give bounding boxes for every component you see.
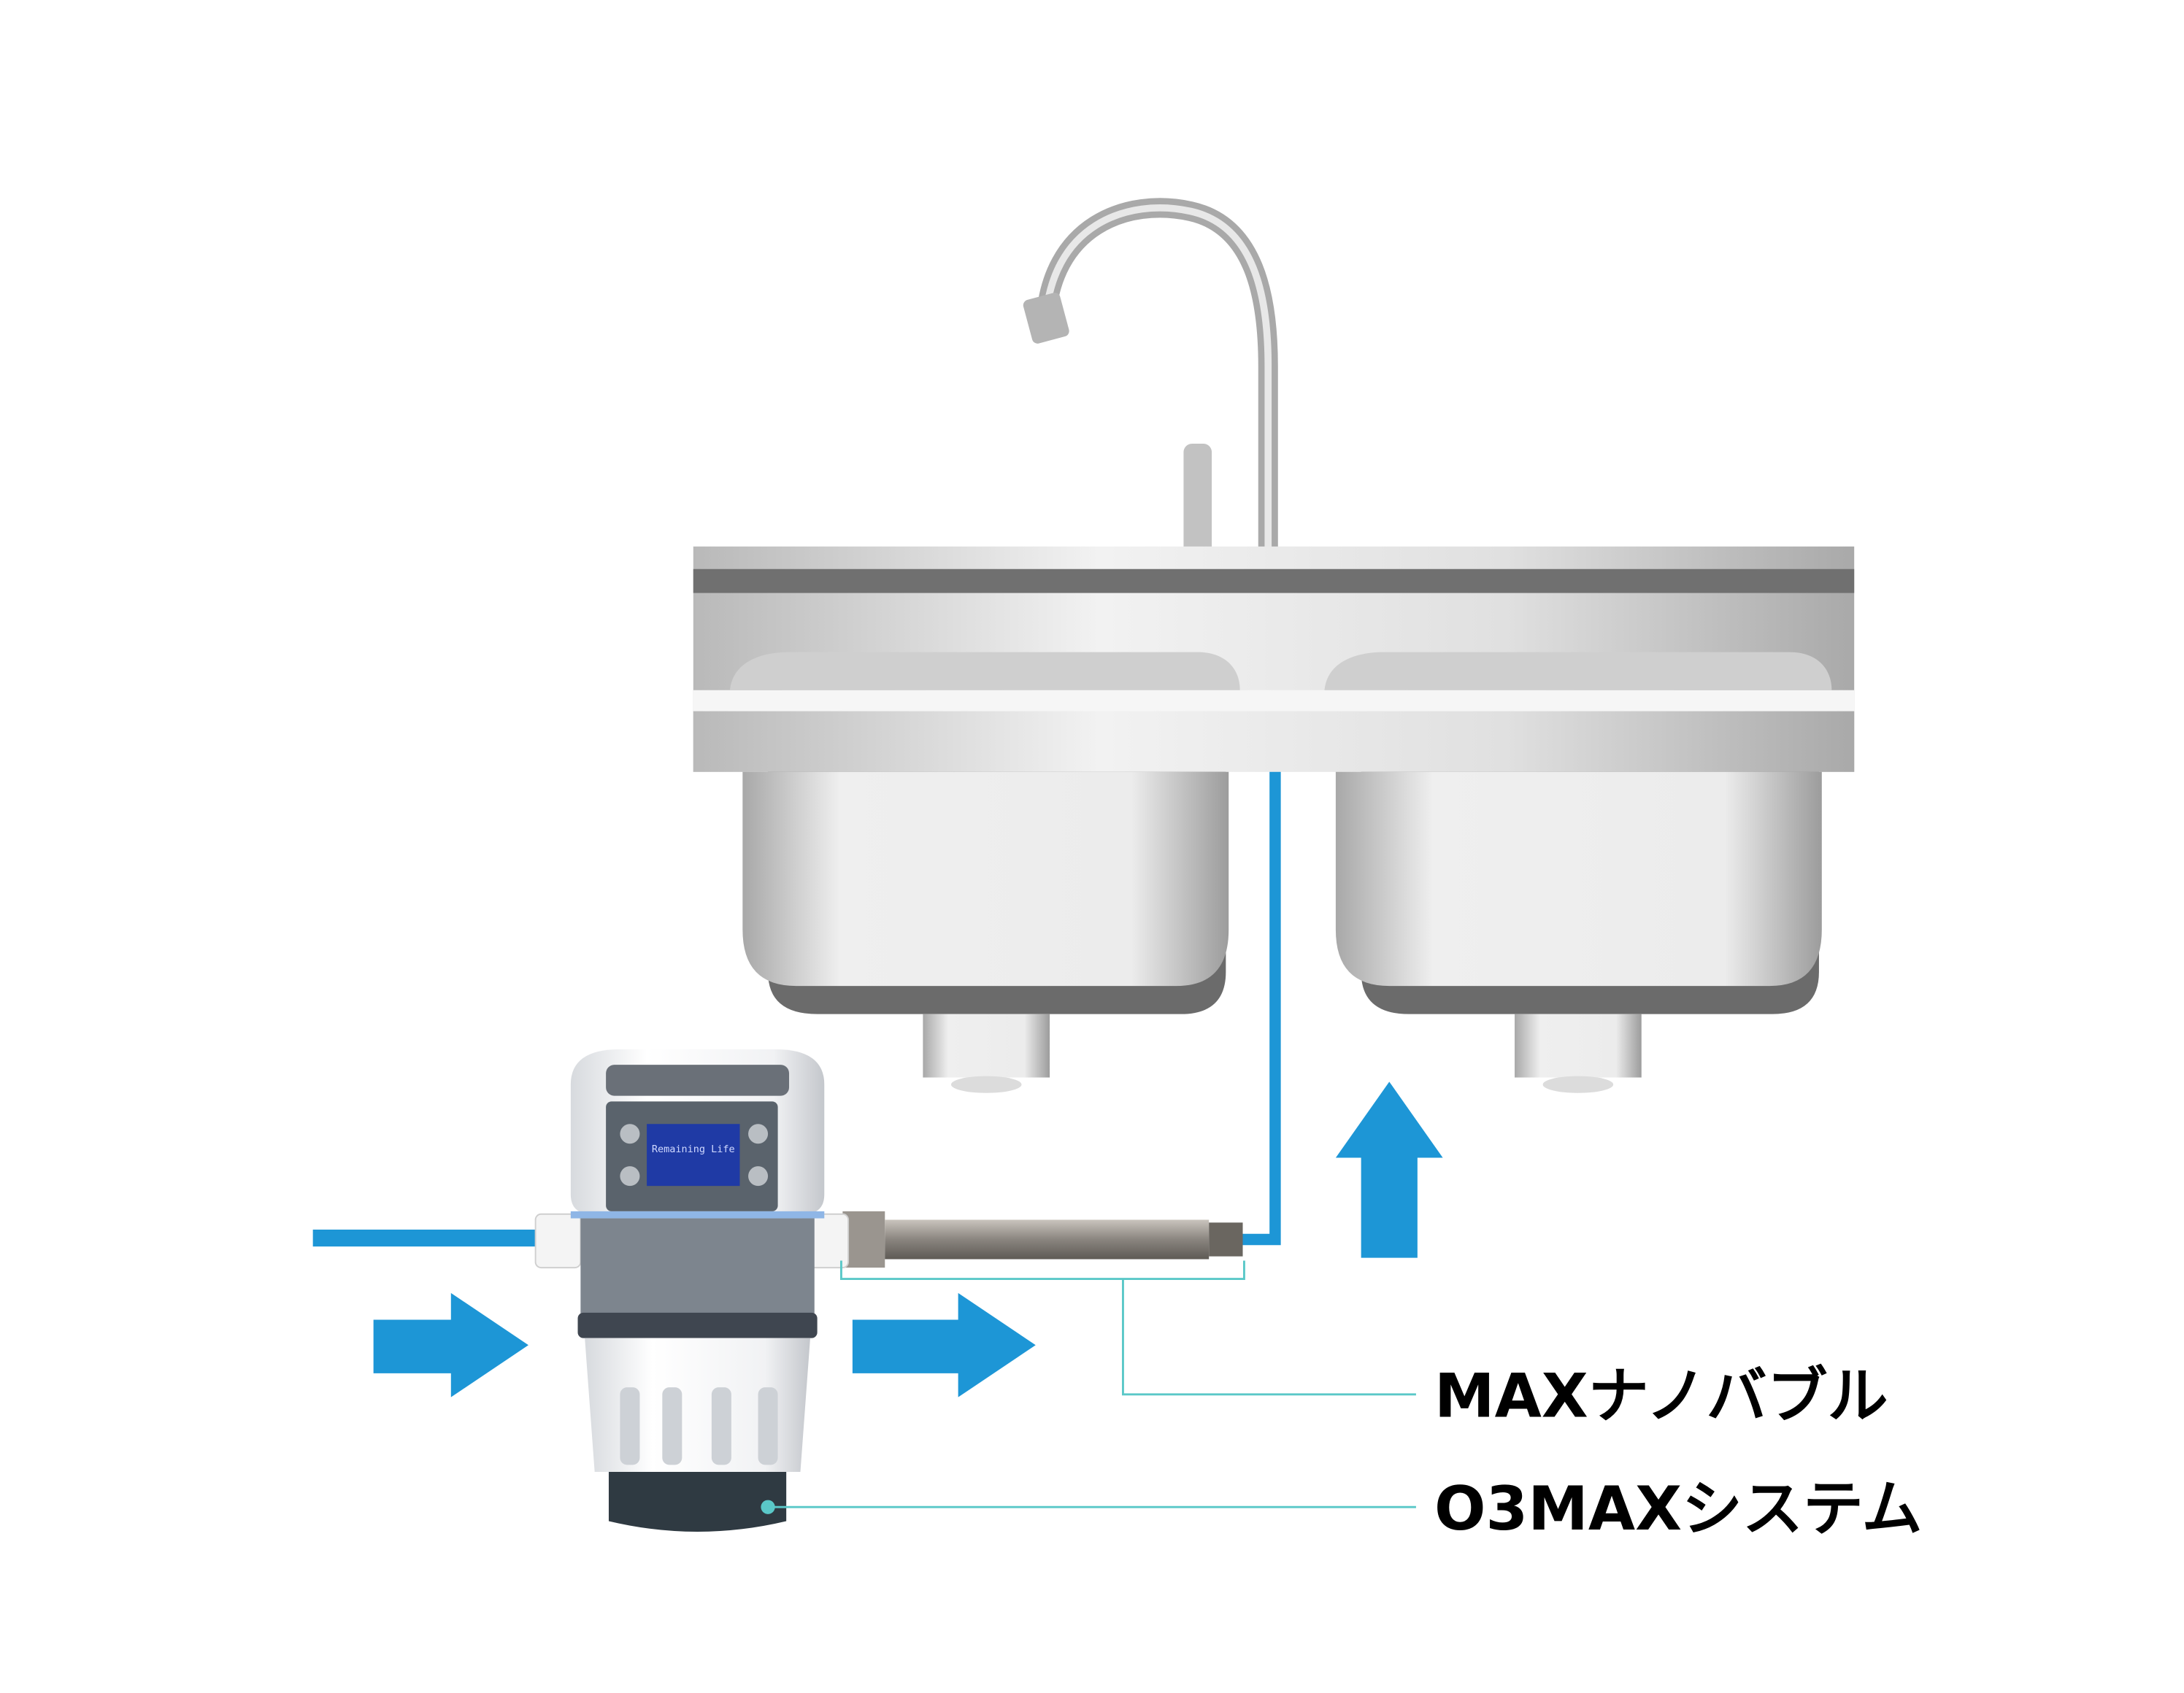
leader-line-nanobubble — [839, 1260, 1416, 1396]
sink-bowl-right — [1335, 771, 1822, 1093]
sink-counter — [693, 546, 1855, 772]
o3max-device: Remaining Life — [534, 1049, 850, 1532]
label-nanobubble: MAXナノバブル — [1434, 1361, 1888, 1432]
flow-arrow-up — [1335, 1081, 1443, 1258]
device-screen-text: Remaining Life — [652, 1144, 735, 1155]
water-outlet-pipe — [1237, 771, 1281, 1246]
nanobubble-generator-rod — [842, 1211, 1243, 1268]
water-inlet-pipe — [312, 1229, 539, 1247]
flow-arrow-in — [373, 1292, 528, 1397]
flow-arrow-out — [852, 1292, 1036, 1397]
sink-bowl-left — [742, 771, 1229, 1093]
label-o3max-system: O3MAXシステム — [1434, 1473, 1923, 1544]
leader-line-system — [761, 1500, 1416, 1514]
